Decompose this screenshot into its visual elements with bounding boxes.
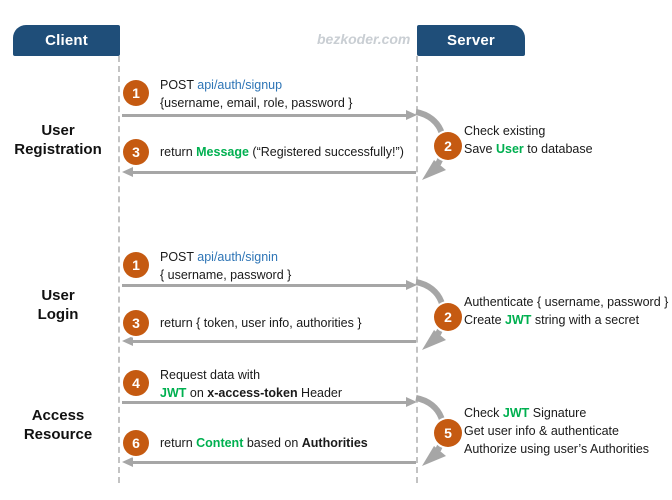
message-signin-response: return { token, user info, authorities } xyxy=(160,316,362,330)
signin-endpoint: api/auth/signin xyxy=(197,250,278,264)
signup-endpoint: api/auth/signup xyxy=(197,78,283,92)
message-signup-request: POST api/auth/signup {username, email, r… xyxy=(160,78,353,110)
step-circle-1-login: 1 xyxy=(123,252,149,278)
watermark-text: bezkoder.com xyxy=(317,31,411,47)
section-label-registration: User Registration xyxy=(14,122,102,158)
message-resource-request: Request data with JWT on x-access-token … xyxy=(160,368,343,400)
step-circle-2: 2 xyxy=(434,132,462,160)
request-arrow-resource xyxy=(122,397,417,407)
server-header-box: Server xyxy=(417,25,525,56)
step-circle-5: 5 xyxy=(434,419,462,447)
step-circle-4: 4 xyxy=(123,370,149,396)
step-circle-3: 3 xyxy=(123,139,149,165)
message-resource-response: return Content based on Authorities xyxy=(160,436,368,450)
message-signin-request: POST api/auth/signin { username, passwor… xyxy=(160,250,292,282)
server-action-access: Check JWT Signature Get user info & auth… xyxy=(464,406,650,456)
client-header-box: Client xyxy=(13,25,120,56)
step-circle-1: 1 xyxy=(123,80,149,106)
request-arrow-signup xyxy=(122,110,417,120)
server-header-label: Server xyxy=(447,32,495,49)
section-label-login: User Login xyxy=(37,287,79,323)
client-lifeline xyxy=(118,56,120,483)
server-action-registration: Check existing Save User to database xyxy=(464,124,593,156)
response-arrow-resource xyxy=(122,457,416,467)
step-circle-6: 6 xyxy=(123,430,149,456)
response-arrow-signup xyxy=(122,167,416,177)
message-signup-response: return Message (“Registered successfully… xyxy=(160,145,404,159)
request-arrow-signin xyxy=(122,280,417,290)
step-circle-3-login: 3 xyxy=(123,310,149,336)
server-action-login: Authenticate { username, password } Crea… xyxy=(464,295,669,327)
response-arrow-signin xyxy=(122,336,416,346)
server-lifeline xyxy=(416,56,418,483)
step-circle-2-login: 2 xyxy=(434,303,462,331)
section-label-access: Access Resource xyxy=(23,407,93,443)
client-header-label: Client xyxy=(45,32,88,49)
